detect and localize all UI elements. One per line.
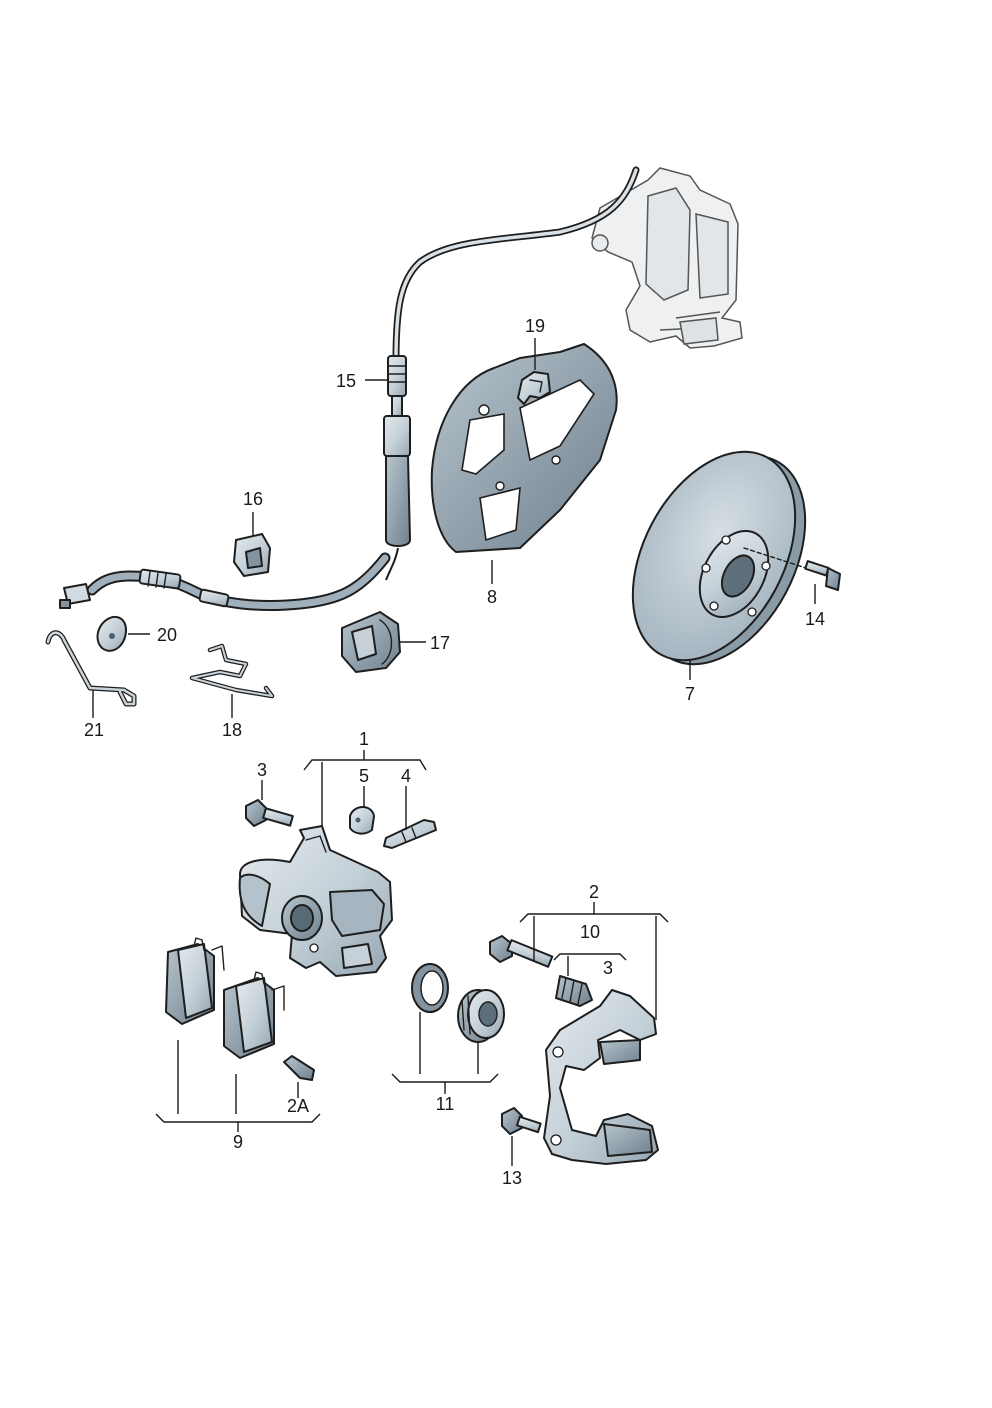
cap-5 xyxy=(349,806,375,835)
callout-15: 15 xyxy=(336,371,356,391)
callout-14: 14 xyxy=(805,609,825,629)
brake-disc xyxy=(631,450,807,666)
spring-18 xyxy=(189,643,275,699)
callout-3-top: 3 xyxy=(257,760,267,780)
callout-4: 4 xyxy=(401,766,411,786)
callout-labels: 19 15 16 8 14 20 17 7 21 18 1 3 5 4 2 10… xyxy=(84,316,825,1188)
callout-10: 10 xyxy=(580,922,600,942)
spring-21 xyxy=(45,630,137,707)
callout-7: 7 xyxy=(685,684,695,704)
brake-carrier xyxy=(543,989,659,1165)
callout-5: 5 xyxy=(359,766,369,786)
clip-19 xyxy=(517,371,551,405)
seal-ring xyxy=(411,963,449,1013)
wear-sensor-wire xyxy=(59,552,391,611)
callout-21: 21 xyxy=(84,720,104,740)
holder-17 xyxy=(341,611,401,673)
bolt-3-top xyxy=(245,799,294,827)
callout-9: 9 xyxy=(233,1132,243,1152)
guide-pin-4 xyxy=(383,819,437,849)
callout-18: 18 xyxy=(222,720,242,740)
callout-2a: 2A xyxy=(287,1096,309,1116)
bracket-16 xyxy=(233,533,271,577)
callout-8: 8 xyxy=(487,587,497,607)
splash-guard xyxy=(430,343,618,553)
callout-19: 19 xyxy=(525,316,545,336)
brake-pad-right xyxy=(223,971,285,1059)
callout-11: 11 xyxy=(436,1094,455,1114)
callout-2: 2 xyxy=(589,882,599,902)
callout-3-bottom: 3 xyxy=(603,958,613,978)
brake-caliper xyxy=(238,825,393,977)
grommet-20 xyxy=(96,615,127,652)
carrier-bolt xyxy=(489,935,554,968)
leader-lines xyxy=(92,338,816,1166)
brake-hose xyxy=(383,166,640,581)
callout-16: 16 xyxy=(243,489,263,509)
callout-1: 1 xyxy=(359,729,369,749)
bellow-10 xyxy=(555,975,593,1007)
caliper-context-ghost xyxy=(591,167,743,349)
bolt-13 xyxy=(501,1107,542,1135)
wheel-bearing xyxy=(457,989,505,1043)
wear-indicator-2a xyxy=(283,1055,315,1081)
callout-20: 20 xyxy=(157,625,177,645)
callout-17: 17 xyxy=(430,633,450,653)
callout-13: 13 xyxy=(502,1168,522,1188)
disc-screw xyxy=(743,547,841,591)
brake-pad-left xyxy=(165,937,225,1025)
